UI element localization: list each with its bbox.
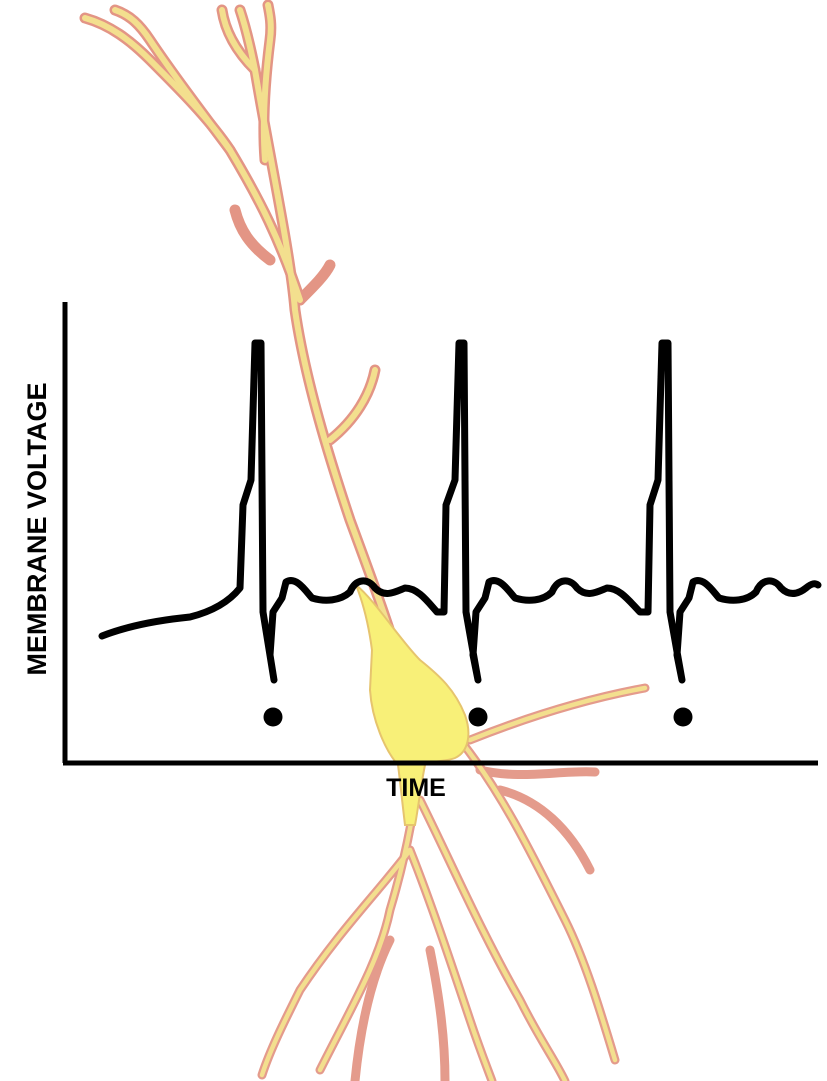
neuron-illustration (79, 0, 650, 1081)
spike-marker-3 (673, 707, 693, 727)
basal-dendrite-tree (257, 683, 650, 1081)
x-axis-label: TIME (386, 774, 446, 802)
spike-marker-1 (263, 707, 283, 727)
spike-marker-2 (468, 707, 488, 727)
spike-markers (263, 707, 693, 727)
membrane-voltage-trace (98, 339, 822, 684)
apical-dendrite-tree (79, 0, 416, 706)
neuron-soma (353, 581, 470, 826)
plot-axes (62, 302, 818, 766)
y-axis-label: MEMBRANE VOLTAGE (22, 383, 52, 676)
